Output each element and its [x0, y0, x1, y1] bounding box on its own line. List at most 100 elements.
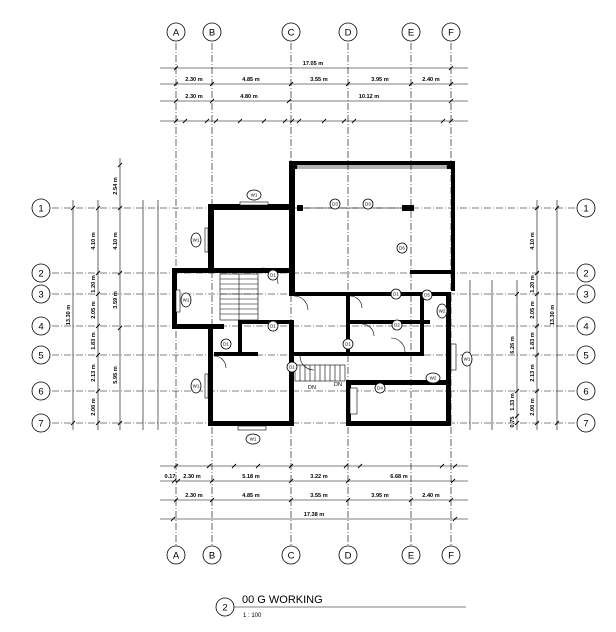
dim-left-seg-1: 4.10 m — [91, 232, 97, 249]
svg-text:W1: W1 — [183, 298, 190, 303]
window-tags: W1 W1 W1 W1 W2 W1 W1 W2 — [180, 189, 473, 445]
grid-label-right-6: 6 — [583, 387, 588, 398]
grid-label-right-5: 5 — [583, 351, 588, 362]
dim-top-r1-4: 3.95 m — [371, 77, 388, 83]
dim-right-seg-5: 2.13 m — [530, 364, 536, 381]
svg-text:D5: D5 — [424, 293, 430, 298]
window-tag: W1 — [461, 351, 473, 367]
door-tags: D1 D1 D1 D1 D2 D1 D1 D3 — [220, 198, 433, 394]
dim-top-r2-1: 2.30 m — [185, 94, 202, 100]
svg-text:D3: D3 — [365, 202, 371, 207]
dim-left-mid-1: 4.10 m — [113, 232, 119, 249]
dim-bottom-r2-5: 2.40 m — [422, 493, 439, 499]
grid-label-left-3: 3 — [38, 290, 43, 301]
stair-label-dn-1: DN — [308, 385, 316, 391]
dim-right-seg-1: 4.10 m — [530, 232, 536, 249]
dim-right-seg-3: 2.05 m — [530, 301, 536, 318]
dim-bottom-r1-3: 5.18 m — [242, 474, 259, 480]
grid-bubbles-bottom: A B C D E F — [166, 545, 461, 565]
fine-dimension-ticks-bottom — [173, 463, 458, 469]
grid-label-bottom-e: E — [408, 551, 414, 562]
svg-text:D3: D3 — [332, 202, 338, 207]
door-tag: D5 — [421, 289, 433, 301]
grid-label-right-2: 2 — [583, 269, 588, 280]
drawing-title-block: 2 00 G WORKING 1 : 100 — [215, 594, 466, 619]
dim-top-r2-3: 10.12 m — [359, 94, 380, 100]
door-tag: D6 — [396, 242, 408, 254]
door-swings — [213, 267, 406, 371]
window-tag: W1 — [190, 232, 202, 248]
dim-bottom-r1-4: 3.22 m — [310, 474, 327, 480]
svg-text:W2: W2 — [430, 376, 437, 381]
dim-left-top-ext: 2.54 m — [113, 177, 119, 194]
door-tag: D1 — [220, 338, 232, 350]
grid-label-bottom-c: C — [288, 551, 295, 562]
grid-label-bottom-a: A — [173, 551, 180, 562]
grid-bubbles-right: 1 2 3 4 5 6 7 — [576, 198, 596, 433]
svg-text:D1: D1 — [270, 324, 276, 329]
grid-label-left-4: 4 — [38, 322, 43, 333]
dim-left-seg-4: 1.83 m — [91, 332, 97, 349]
dim-bottom-r2-1: 2.30 m — [185, 493, 202, 499]
dim-top-r2-2: 4.80 m — [240, 94, 257, 100]
grid-label-bottom-f: F — [448, 551, 454, 562]
dim-left-seg-2: 1.20 m — [91, 275, 97, 292]
dim-left-mid-3: 5.95 m — [113, 366, 119, 383]
svg-text:D1: D1 — [393, 292, 399, 297]
grid-label-left-5: 5 — [38, 351, 43, 362]
dim-bottom-r2-4: 3.95 m — [371, 493, 388, 499]
door-tag: D1 — [286, 361, 298, 373]
window-tag: W1 — [180, 292, 192, 308]
dimensions-bottom: 0.17 2.30 m 5.18 m 3.22 m 6.68 m 2.30 m … — [160, 463, 468, 522]
grid-label-right-1: 1 — [583, 204, 588, 215]
door-tag: D4 — [374, 382, 386, 394]
svg-text:W1: W1 — [193, 238, 200, 243]
dim-right-seg-6: 2.00 m — [530, 398, 536, 415]
dim-right-seg-4: 1.83 m — [530, 332, 536, 349]
door-tag: D1 — [342, 338, 354, 350]
grid-bubbles-top: A B C D E F — [166, 22, 461, 42]
window-tag: W1 — [190, 378, 202, 394]
window-tag: W1 — [246, 189, 262, 201]
stair-label-dn-2: DN — [334, 382, 342, 388]
grid-bubbles-left: 1 2 3 4 5 6 7 — [31, 198, 51, 433]
svg-text:D1: D1 — [345, 342, 351, 347]
dimensions-top: 17.05 m 2.30 m 4.85 m 3.55 m 3.95 m 2.40… — [160, 61, 468, 124]
door-tag: D3 — [329, 198, 341, 210]
dim-left-seg-6: 2.00 m — [91, 398, 97, 415]
grid-label-top-b: B — [209, 28, 215, 39]
grid-label-top-a: A — [173, 28, 180, 39]
dim-bottom-r2-3: 3.55 m — [310, 493, 327, 499]
svg-text:W1: W1 — [193, 384, 200, 389]
staircase: DN DN — [219, 273, 346, 391]
door-tag: D1 — [267, 320, 279, 332]
dim-top-r1-1: 2.30 m — [185, 77, 202, 83]
dim-right-overall: 13.30 m — [550, 305, 556, 326]
dim-right-mid-1: 6.26 m — [510, 336, 516, 353]
dim-right-seg-2: 1.20 m — [530, 275, 536, 292]
grid-label-top-d: D — [345, 28, 352, 39]
dimensions-right: 6.26 m 1.33 m 0.75 4.10 m 1.20 m 2.05 m … — [469, 200, 560, 430]
dim-bottom-r1-2: 2.30 m — [183, 474, 200, 480]
grid-label-left-6: 6 — [38, 387, 43, 398]
dimensions-left: 13.30 m 4.10 m 1.20 m 2.05 m 1.83 m 2.13… — [66, 158, 159, 430]
dim-left-seg-5: 2.13 m — [91, 364, 97, 381]
svg-text:D6: D6 — [399, 246, 405, 251]
svg-text:D2: D2 — [394, 323, 400, 328]
grid-label-bottom-b: B — [209, 551, 215, 562]
windows — [175, 201, 457, 431]
grid-label-right-3: 3 — [583, 290, 588, 301]
grid-label-right-4: 4 — [583, 322, 588, 333]
dim-left-seg-3: 2.05 m — [91, 301, 97, 318]
svg-text:D1: D1 — [270, 273, 276, 278]
door-tag: D1 — [267, 269, 279, 281]
dim-bottom-r1-5: 6.68 m — [390, 474, 407, 480]
door-tag: D2 — [391, 319, 403, 331]
window-tag: W1 — [245, 433, 261, 445]
dim-top-overall: 17.05 m — [303, 61, 324, 67]
dim-bottom-overall: 17.38 m — [304, 512, 325, 518]
walls — [172, 161, 455, 426]
dim-top-r1-2: 4.85 m — [242, 77, 259, 83]
door-tag: D3 — [362, 198, 374, 210]
